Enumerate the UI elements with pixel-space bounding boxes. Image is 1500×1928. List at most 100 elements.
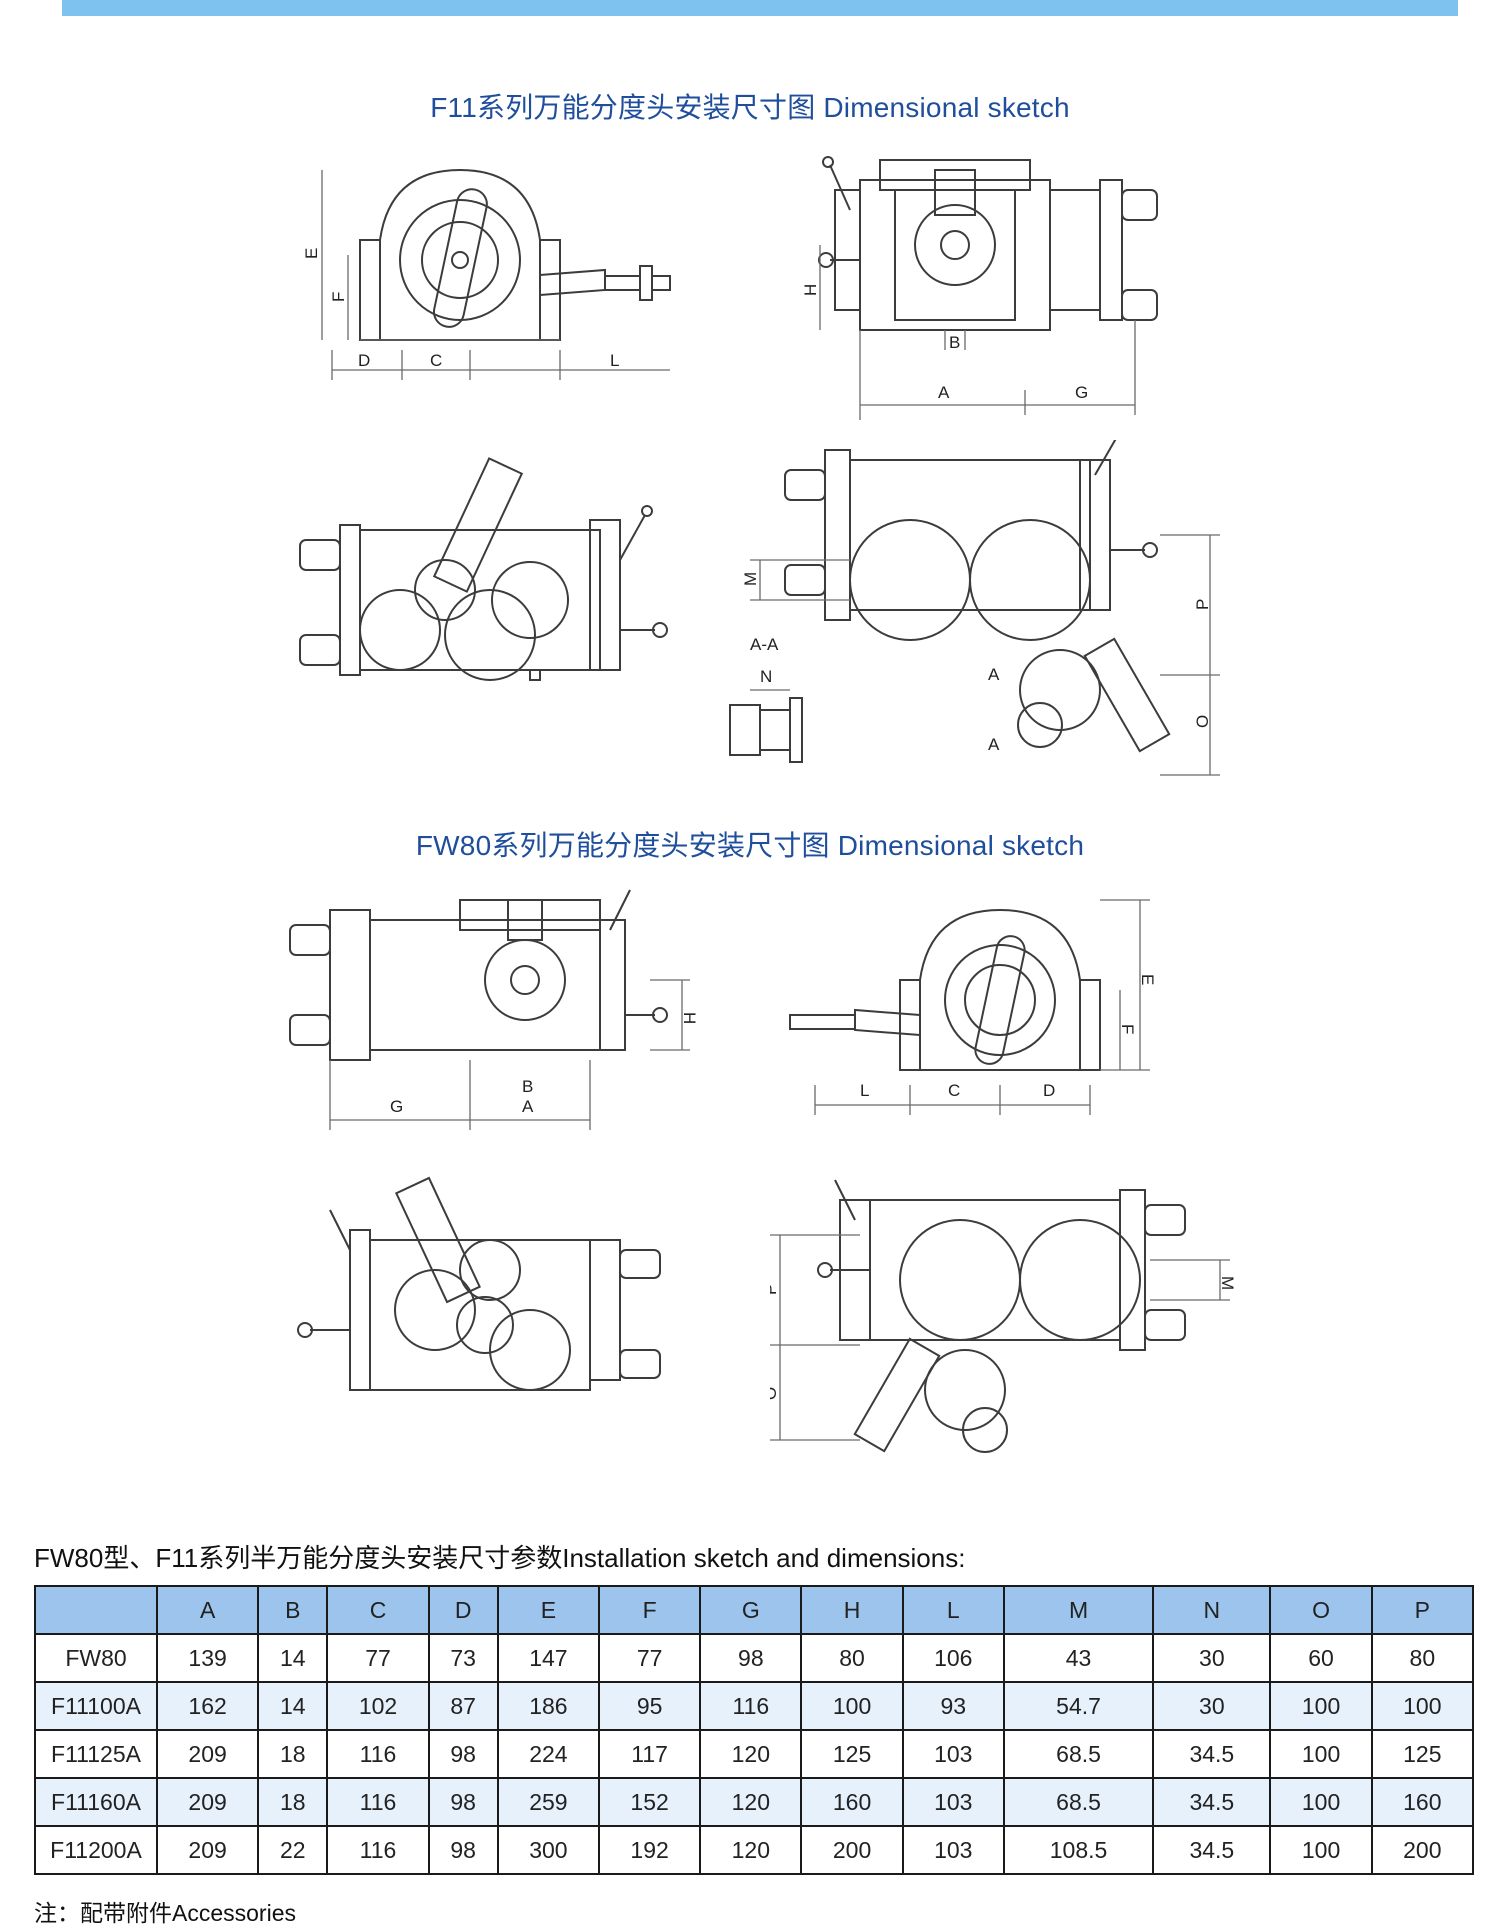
table-cell: 95	[597, 1681, 702, 1731]
dim-label-m-fw80: M	[1218, 1276, 1237, 1290]
table-cell: 259	[496, 1777, 601, 1827]
header-cell-model	[34, 1585, 158, 1635]
f11-section-view-sketch: P O M A-A N A A	[720, 440, 1260, 780]
table-cell: 98	[427, 1777, 499, 1827]
dim-label-e-fw80: E	[1138, 974, 1157, 985]
table-cell: 209	[155, 1825, 260, 1875]
table-cell: 100	[1269, 1681, 1373, 1731]
dim-label-n: N	[760, 667, 772, 686]
table-cell: 186	[496, 1681, 601, 1731]
header-cell-g: G	[699, 1585, 803, 1635]
fw80-side-view-sketch: H B G A	[270, 880, 730, 1140]
dim-label-o: O	[1193, 715, 1212, 728]
table-cell: 116	[326, 1777, 430, 1827]
dim-label-c: C	[430, 351, 442, 370]
table-cell: 80	[1370, 1633, 1475, 1683]
table-cell: 120	[699, 1729, 803, 1779]
table-cell: 147	[496, 1633, 601, 1683]
top-accent-bar	[62, 0, 1458, 16]
section-marker-a-top: A	[988, 665, 1000, 684]
table-cell: 14	[257, 1633, 329, 1683]
header-cell-c: C	[326, 1585, 430, 1635]
table-cell: 200	[800, 1825, 904, 1875]
dim-label-a: A	[938, 383, 950, 402]
header-cell-h: H	[800, 1585, 904, 1635]
table-cell: 103	[901, 1777, 1005, 1827]
table-cell: 98	[699, 1633, 803, 1683]
table-cell: 34.5	[1152, 1825, 1272, 1875]
f11-front-view-sketch: E F D C L	[290, 150, 730, 400]
table-row: F11100A 162 14 102 87 186 95 116 100 93 …	[34, 1681, 1475, 1731]
fw80-rear-view-sketch	[290, 1170, 710, 1430]
section-marker-a-bottom: A	[988, 735, 1000, 754]
header-cell-a: A	[155, 1585, 260, 1635]
table-cell: 100	[1370, 1681, 1475, 1731]
table-title: FW80型、F11系列半万能分度头安装尺寸参数Installation sket…	[34, 1543, 966, 1573]
table-cell: 116	[326, 1825, 430, 1875]
table-header-row: A B C D E F G H L M N O P	[34, 1585, 1475, 1635]
table-cell: 120	[699, 1777, 803, 1827]
fw80-section-view-sketch: P O M	[770, 1170, 1250, 1470]
header-cell-m: M	[1002, 1585, 1155, 1635]
dim-label-h-fw80: H	[680, 1012, 699, 1024]
table-cell: 77	[597, 1633, 702, 1683]
dim-label-f-fw80: F	[1118, 1024, 1137, 1034]
table-cell: 68.5	[1002, 1729, 1155, 1779]
table-cell: 103	[901, 1729, 1005, 1779]
table-cell: 87	[427, 1681, 499, 1731]
dim-label-g-fw80: G	[390, 1097, 403, 1116]
table-cell: 200	[1370, 1825, 1475, 1875]
table-row: FW80 139 14 77 73 147 77 98 80 106 43 30…	[34, 1633, 1475, 1683]
table-cell: F11100A	[34, 1681, 158, 1731]
table-cell: 98	[427, 1729, 499, 1779]
header-cell-e: E	[496, 1585, 601, 1635]
table-cell: 43	[1002, 1633, 1155, 1683]
dim-label-d-fw80: D	[1043, 1081, 1055, 1100]
table-cell: 160	[1370, 1777, 1475, 1827]
table-cell: F11200A	[34, 1825, 158, 1875]
table-cell: 100	[1269, 1729, 1373, 1779]
table-cell: 100	[1269, 1825, 1373, 1875]
table-cell: 30	[1152, 1681, 1272, 1731]
dim-label-f: F	[329, 292, 348, 302]
table-cell: 192	[597, 1825, 702, 1875]
table-cell: 160	[800, 1777, 904, 1827]
header-cell-o: O	[1269, 1585, 1373, 1635]
dim-label-c-fw80: C	[948, 1081, 960, 1100]
header-cell-p: P	[1370, 1585, 1475, 1635]
table-cell: 125	[800, 1729, 904, 1779]
header-cell-f: F	[597, 1585, 702, 1635]
fw80-front-view-sketch: E F L C D	[760, 890, 1180, 1120]
dim-label-p-fw80: P	[770, 1284, 780, 1295]
header-cell-n: N	[1152, 1585, 1272, 1635]
table-cell: 18	[257, 1777, 329, 1827]
dim-label-b-fw80: B	[522, 1077, 533, 1096]
table-cell: 120	[699, 1825, 803, 1875]
dim-label-h: H	[801, 284, 820, 296]
table-cell: 209	[155, 1777, 260, 1827]
table-row: F11125A 209 18 116 98 224 117 120 125 10…	[34, 1729, 1475, 1779]
dim-label-l-fw80: L	[860, 1081, 869, 1100]
dim-label-g: G	[1075, 383, 1088, 402]
table-cell: 54.7	[1002, 1681, 1155, 1731]
table-cell: 100	[1269, 1777, 1373, 1827]
table-cell: 139	[155, 1633, 260, 1683]
table-cell: 116	[326, 1729, 430, 1779]
dim-label-e: E	[302, 248, 321, 259]
section-label-aa: A-A	[750, 635, 779, 654]
table-cell: F11125A	[34, 1729, 158, 1779]
table-cell: FW80	[34, 1633, 158, 1683]
table-cell: 60	[1269, 1633, 1373, 1683]
table-cell: 98	[427, 1825, 499, 1875]
table-cell: 34.5	[1152, 1777, 1272, 1827]
table-cell: 68.5	[1002, 1777, 1155, 1827]
table-cell: 125	[1370, 1729, 1475, 1779]
table-row: F11200A 209 22 116 98 300 192 120 200 10…	[34, 1825, 1475, 1875]
dim-label-p: P	[1193, 599, 1212, 610]
table-cell: 102	[326, 1681, 430, 1731]
dimensions-table: A B C D E F G H L M N O P FW80 139 14 77…	[34, 1585, 1475, 1875]
table-cell: 152	[597, 1777, 702, 1827]
table-cell: 103	[901, 1825, 1005, 1875]
table-cell: 209	[155, 1729, 260, 1779]
dim-label-m: M	[741, 572, 760, 586]
